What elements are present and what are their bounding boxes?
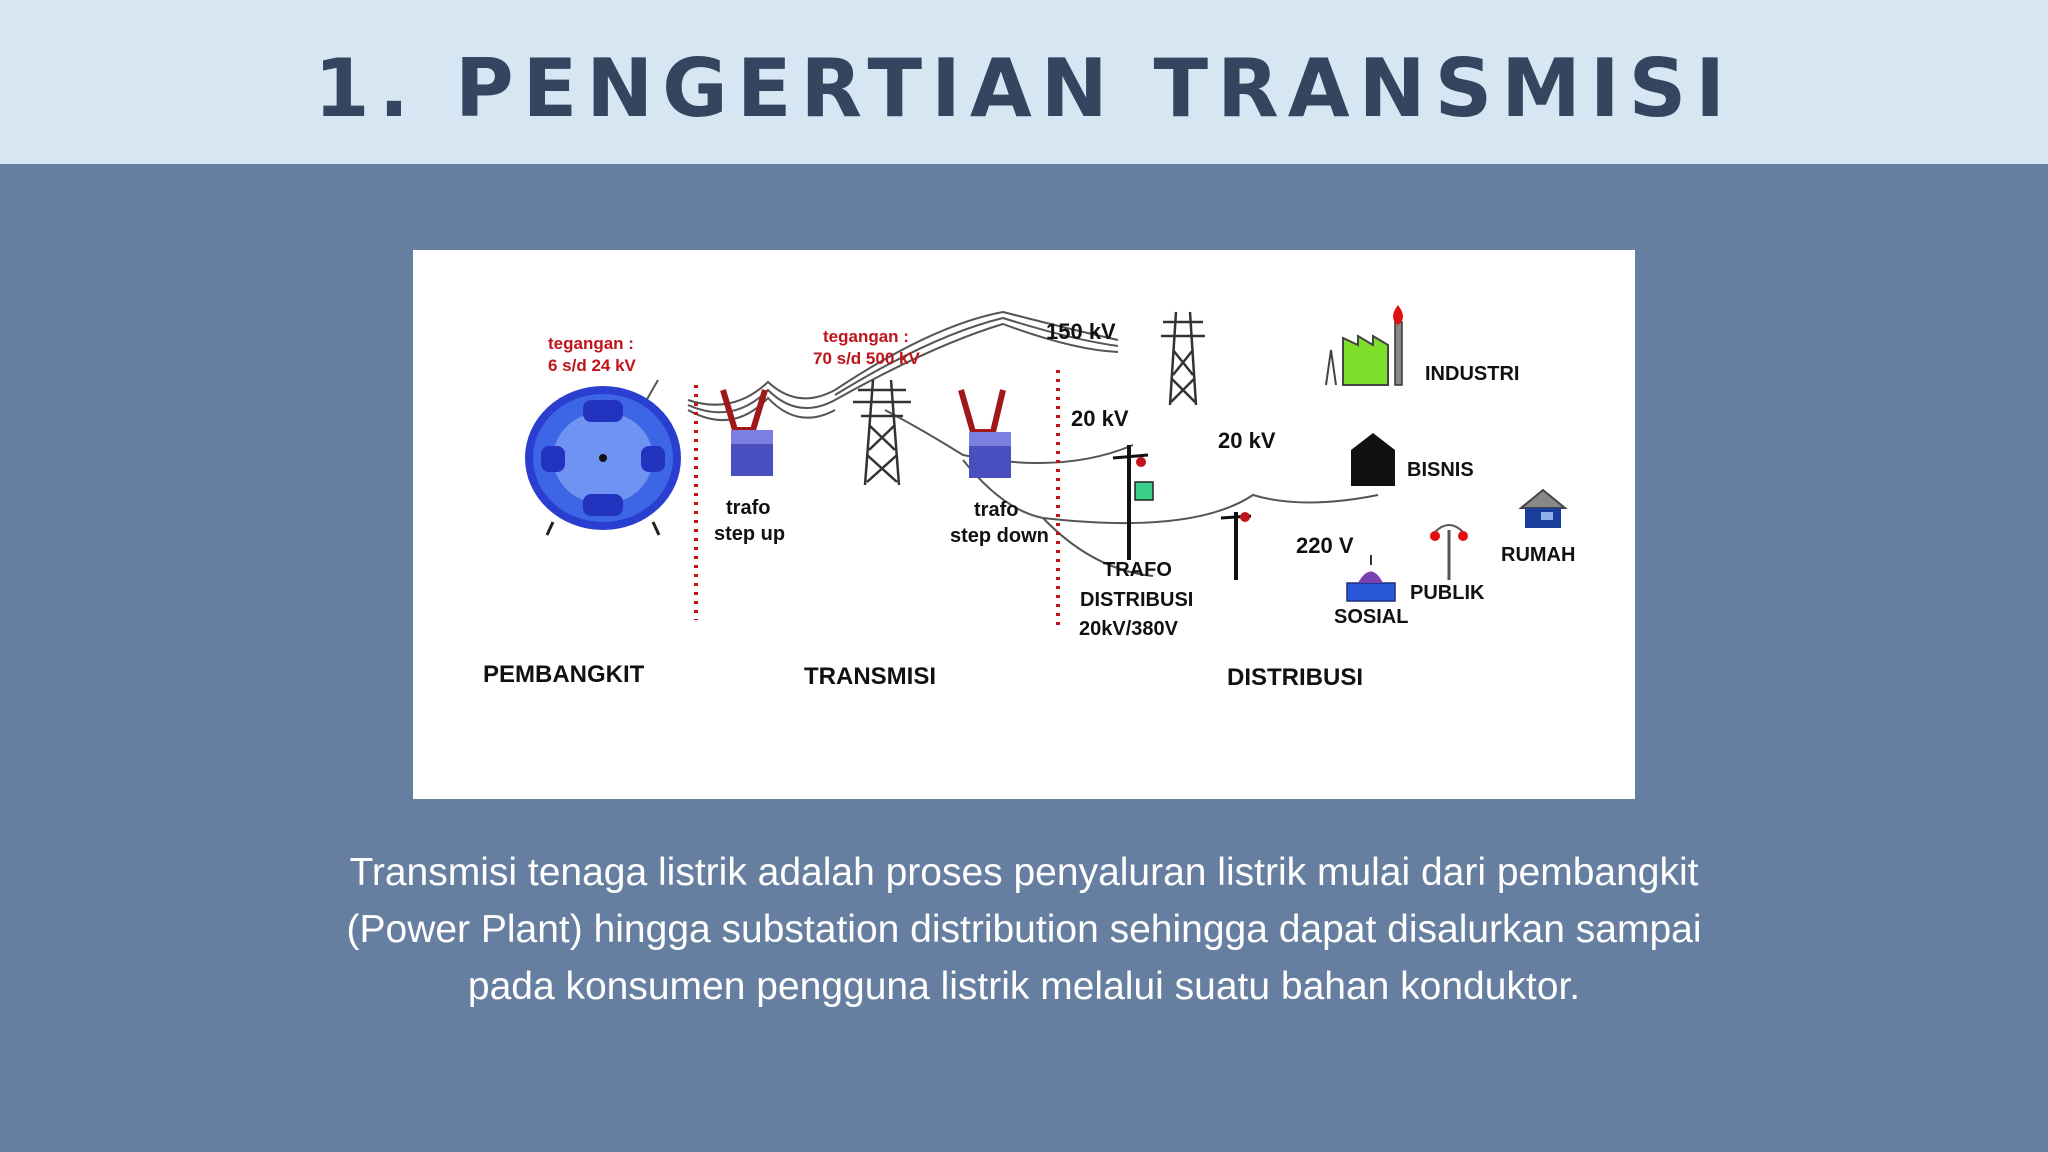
- sosial-label: SOSIAL: [1334, 606, 1408, 628]
- section-transmisi: TRANSMISI: [804, 663, 936, 690]
- label-220v: 220 V: [1296, 533, 1354, 558]
- trafo-step-up-label-2: step up: [714, 523, 785, 545]
- trafo-distribusi-icon: [1112, 445, 1154, 560]
- trafo-step-down-icon: [958, 389, 1011, 478]
- trafo-distribusi-label-3: 20kV/380V: [1079, 618, 1179, 640]
- trafo-step-up-icon: [720, 389, 773, 476]
- industri-label: INDUSTRI: [1425, 363, 1519, 385]
- section-distribusi: DISTRIBUSI: [1227, 664, 1363, 691]
- bisnis-label: BISNIS: [1407, 459, 1474, 481]
- trafo-step-up-label-1: trafo: [726, 497, 770, 519]
- voltage-generator-line1: tegangan :: [548, 334, 634, 353]
- voltage-generator-line2: 6 s/d 24 kV: [548, 356, 637, 375]
- industry-icon: [1325, 305, 1403, 386]
- slide-title: 1. PENGERTIAN TRANSMISI: [314, 42, 1734, 135]
- rumah-label: RUMAH: [1501, 544, 1575, 566]
- transmission-tower-icon: [853, 379, 911, 486]
- voltage-transmission-line2: 70 s/d 500 kV: [813, 349, 920, 368]
- trafo-step-down-label-2: step down: [950, 525, 1049, 547]
- trafo-distribusi-label-1: TRAFO: [1103, 559, 1172, 581]
- label-20kv-a: 20 kV: [1071, 406, 1129, 431]
- sosial-icon: [1346, 555, 1396, 602]
- publik-icon: [1430, 524, 1468, 580]
- label-20kv-b: 20 kV: [1218, 428, 1276, 453]
- transmission-diagram: tegangan : 6 s/d 24 kV tegangan : 70 s/d…: [413, 250, 1635, 799]
- trafo-distribusi-label-2: DISTRIBUSI: [1080, 589, 1193, 611]
- section-pembangkit: PEMBANGKIT: [483, 661, 645, 688]
- trafo-step-down-label-1: trafo: [974, 499, 1018, 521]
- title-band: [0, 0, 2048, 164]
- slide-description: Transmisi tenaga listrik adalah proses p…: [346, 851, 1702, 1008]
- voltage-transmission-line1: tegangan :: [823, 327, 909, 346]
- publik-label: PUBLIK: [1410, 582, 1485, 604]
- bisnis-icon: [1351, 433, 1395, 486]
- label-150kv: 150 kV: [1046, 319, 1116, 344]
- rumah-icon: [1518, 488, 1568, 528]
- distribution-pole-icon: [1220, 512, 1252, 580]
- generator-icon: [525, 386, 681, 536]
- 150kv-tower-icon: [1161, 311, 1205, 406]
